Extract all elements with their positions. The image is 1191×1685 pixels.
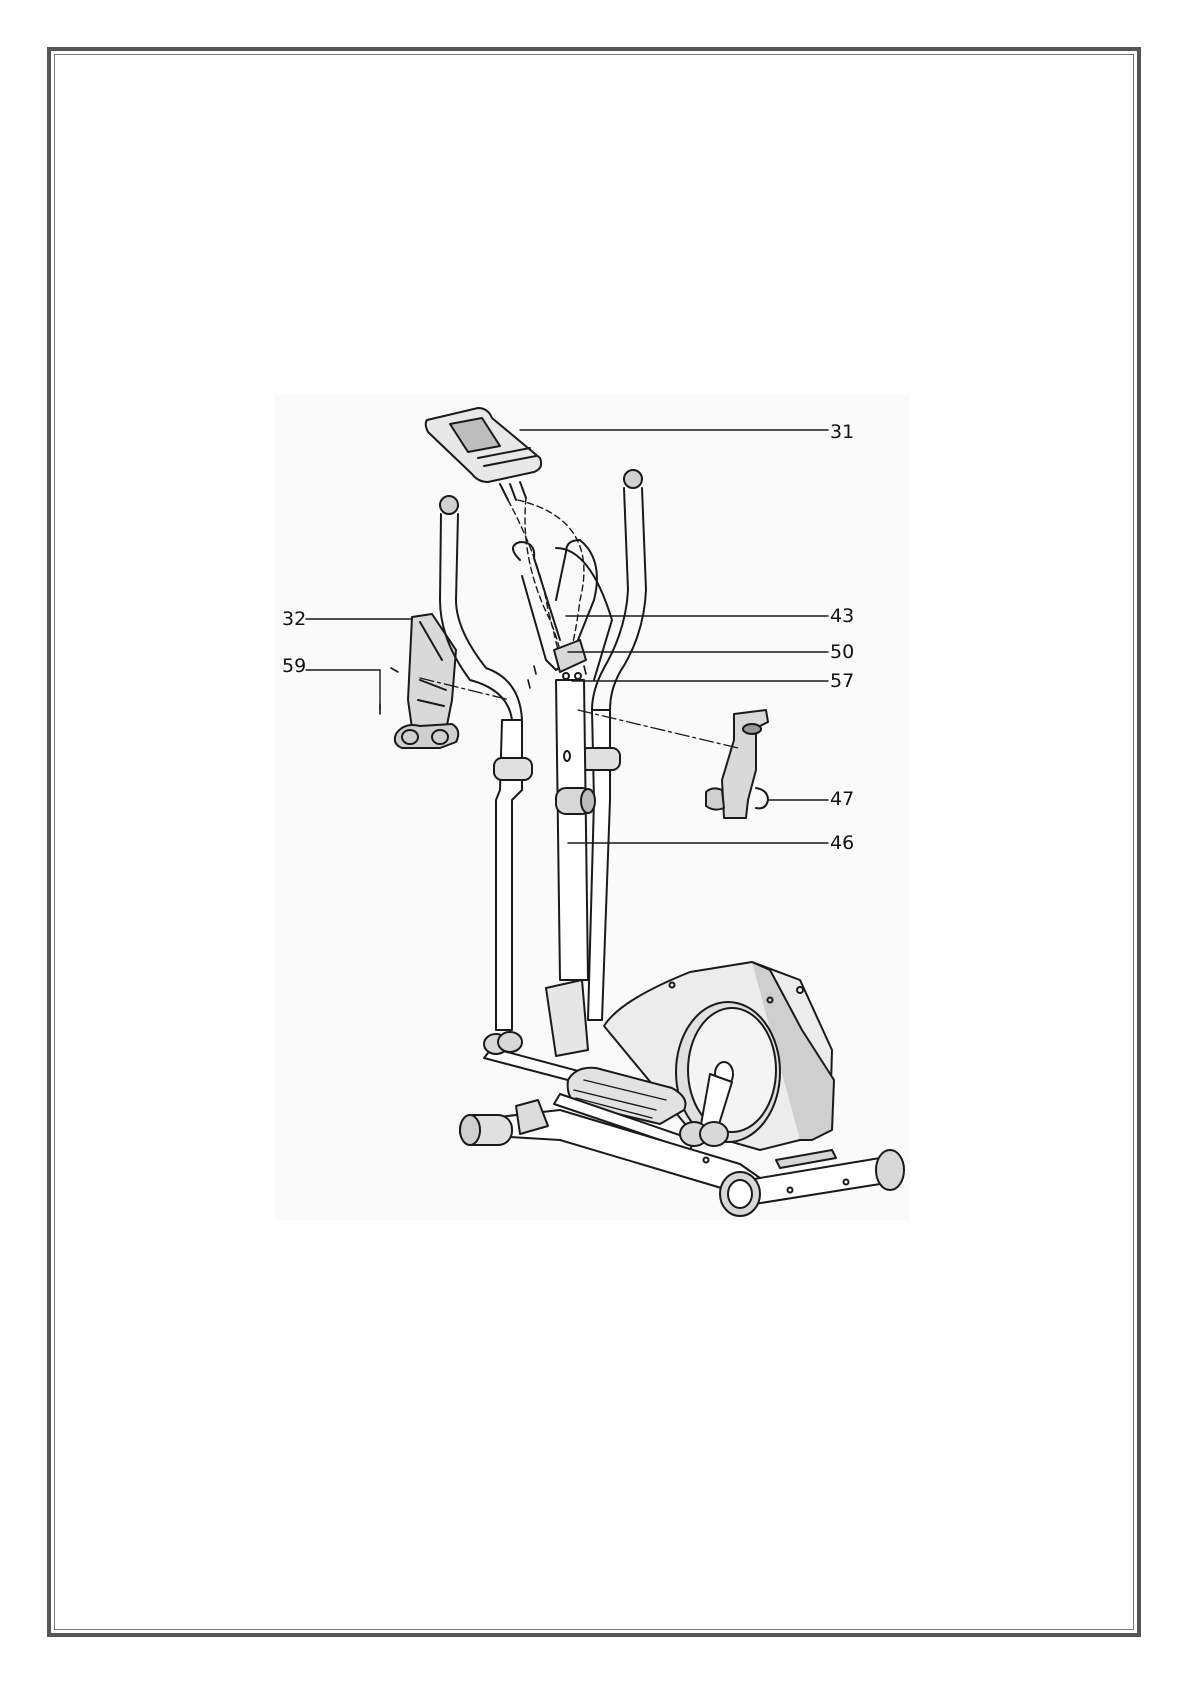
callout-43: 43 — [830, 606, 854, 626]
callout-31: 31 — [830, 422, 854, 442]
callout-46: 46 — [830, 833, 854, 853]
left-handlebar-cover-part — [395, 614, 458, 748]
console-cables — [508, 498, 584, 662]
callout-50: 50 — [830, 642, 854, 662]
console-part — [426, 408, 541, 500]
callout-59: 59 — [282, 656, 306, 676]
callout-32: 32 — [282, 609, 306, 629]
right-handlebar-cover-part — [706, 710, 768, 818]
callout-47: 47 — [830, 789, 854, 809]
left-moving-arm — [440, 496, 532, 1030]
callout-57: 57 — [830, 671, 854, 691]
